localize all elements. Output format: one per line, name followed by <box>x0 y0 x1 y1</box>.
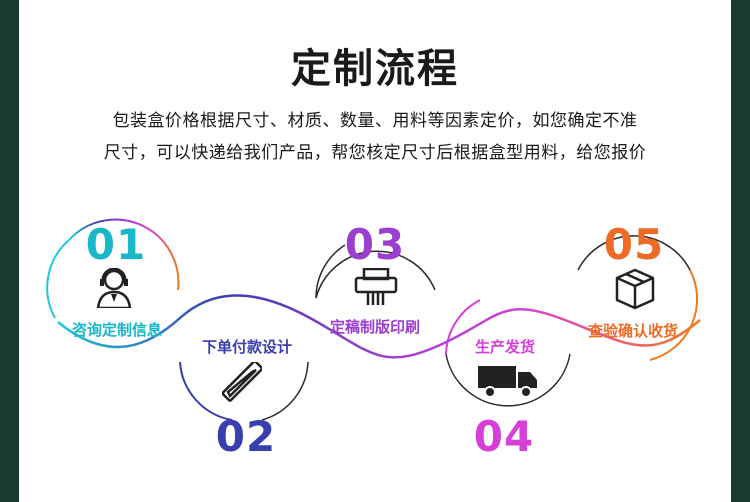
flow-wave <box>57 294 701 359</box>
description-line-1: 包装盒价格根据尺寸、材质、数量、用料等因素定价，如您确定不准 <box>112 111 638 131</box>
step-number-04: 04 <box>473 412 535 461</box>
step-number-05: 05 <box>603 220 665 269</box>
step-number-01: 01 <box>85 220 147 269</box>
customer-service-icon <box>96 267 132 312</box>
step-label-02: 下单付款设计 <box>201 338 292 356</box>
circle-arc-01 <box>68 218 180 291</box>
circle-arc-02-right <box>261 361 309 421</box>
circle-arc-04 <box>445 353 571 407</box>
circle-arc-02 <box>179 361 233 421</box>
circle-arc-03 <box>315 250 436 299</box>
step-label-01: 咨询定制信息 <box>71 321 162 339</box>
step-number-02: 02 <box>215 412 277 461</box>
box-icon <box>614 268 656 314</box>
step-label-04: 生产发货 <box>474 338 535 356</box>
step-label-05: 查验确认收货 <box>587 322 678 340</box>
shredder-printer-icon <box>354 267 398 310</box>
circle-arc-05 <box>577 235 691 271</box>
ruler-pencil-icon <box>221 359 264 406</box>
circle-arc-01-left <box>46 239 70 319</box>
step-number-03: 03 <box>344 220 406 269</box>
circle-arc-04-left <box>445 299 481 355</box>
page-title: 定制流程 <box>291 46 459 92</box>
circle-arc-03-left <box>315 244 346 299</box>
step-label-03: 定稿制版印刷 <box>329 318 420 336</box>
description-line-2: 尺寸，可以快递给我们产品，帮您核定尺寸后根据盒型用料，给您报价 <box>103 143 647 163</box>
circle-arc-05-right <box>649 269 699 361</box>
truck-icon <box>478 364 538 402</box>
